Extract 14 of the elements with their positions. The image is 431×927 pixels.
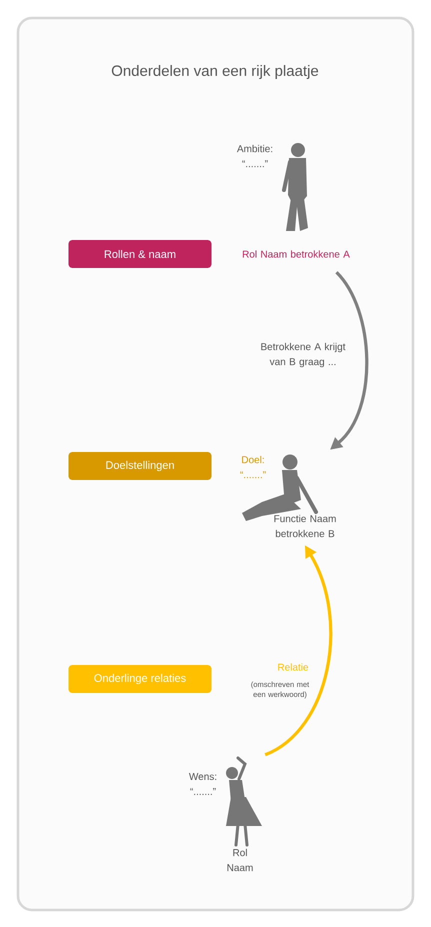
- node-label: Rol Naam betrokkene A: [242, 250, 350, 258]
- category-box: Rollen & naam: [68, 240, 212, 268]
- person-figure: Doel: “.......” Functie Naam betrokkene B: [240, 454, 336, 538]
- edge-label: Betrokkene A krijgt van B graag ...: [252, 342, 354, 368]
- category-box: Onderlinge relaties: [68, 665, 212, 693]
- node-label: Rol Naam: [227, 848, 253, 872]
- node-label: Doel: “.......”: [240, 456, 266, 478]
- node-label: betrokkene B: [276, 530, 334, 538]
- node-label: Ambitie: “.......”: [236, 144, 272, 168]
- person-figure: Wens: “.......” Rol Naam: [188, 756, 262, 872]
- person-figure: Ambitie: “.......” Rol Naam betrokkene A: [236, 143, 350, 258]
- category-box: Doelstellingen: [68, 452, 212, 480]
- node-label: Wens: “.......”: [188, 773, 216, 795]
- title: Onderdelen van een rijk plaatje: [112, 65, 318, 79]
